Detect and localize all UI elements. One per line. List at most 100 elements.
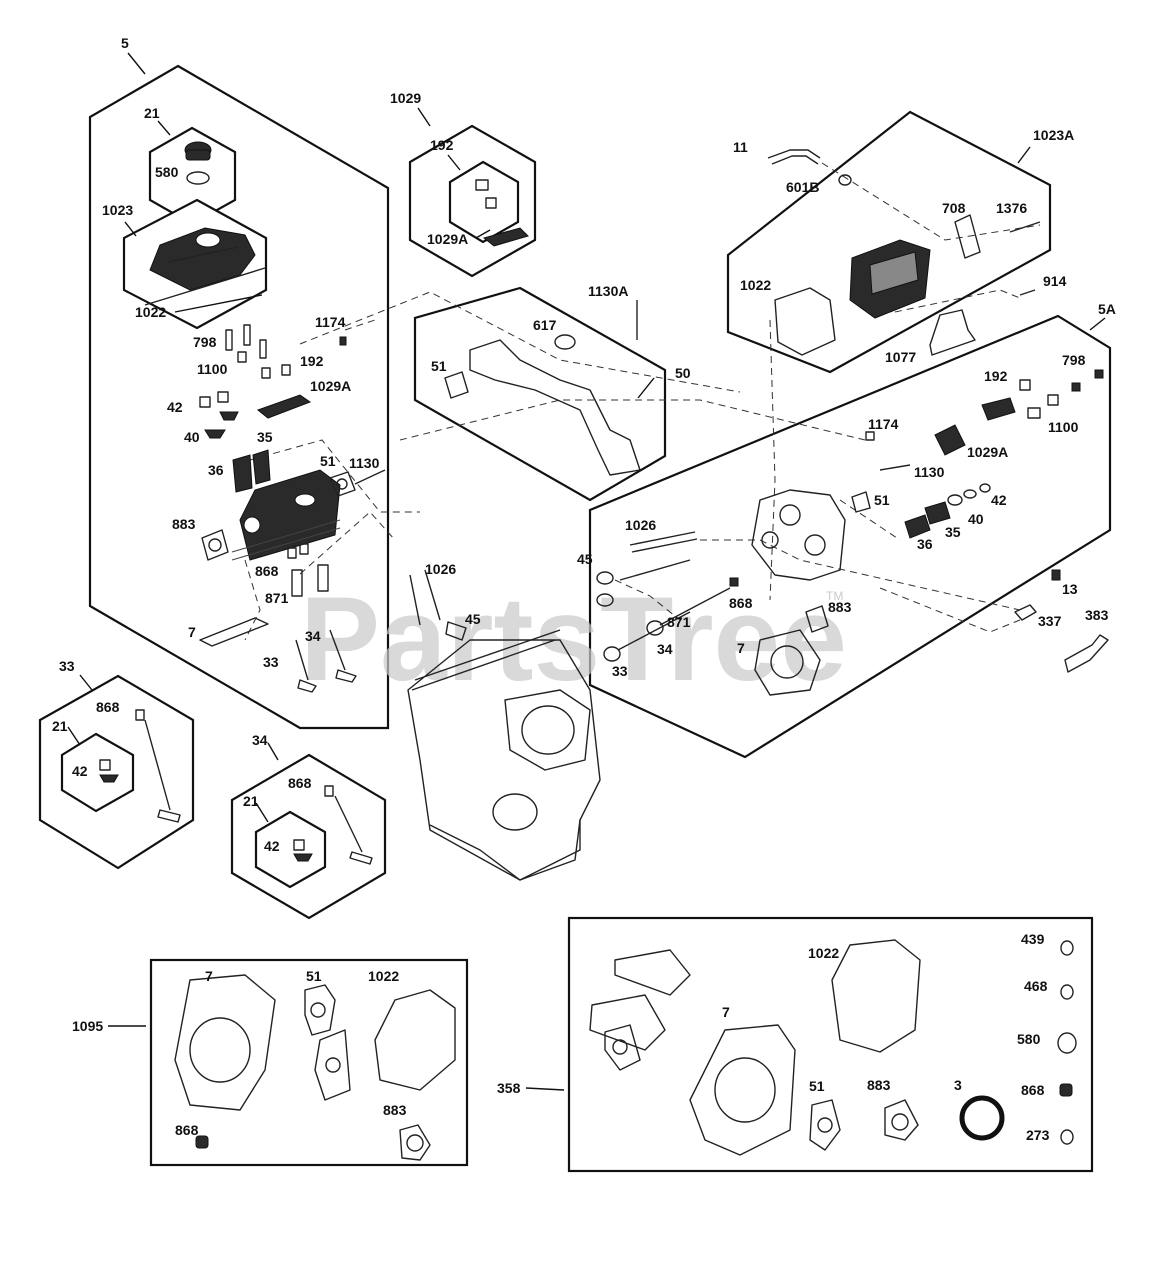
callout-1022-kit1095: 1022 [368, 968, 399, 984]
intake-manifold-frame [413, 286, 667, 502]
callout-192c: 192 [984, 368, 1008, 384]
callout-42b: 42 [991, 492, 1007, 508]
gaskets-5A-part [754, 491, 871, 696]
springs-5A-part [879, 464, 991, 539]
callout-868-kit34: 868 [288, 775, 312, 791]
watermark-text: PartsTree [300, 572, 847, 706]
callout-34-kit: 34 [252, 732, 268, 748]
pushrods-5A-part [596, 531, 698, 607]
callout-1022: 1022 [135, 304, 166, 320]
watermark-tm: TM [826, 589, 843, 603]
callout-1130A: 1130A [588, 283, 628, 299]
callout-468: 468 [1024, 978, 1048, 994]
valve-cover-part [144, 227, 266, 306]
callout-51-kit358: 51 [809, 1078, 825, 1094]
rocker-parts-5A [865, 369, 1104, 456]
callout-1029: 1029 [390, 90, 421, 106]
callout-1077: 1077 [885, 349, 916, 365]
cylinder-head-5A-part [751, 489, 846, 581]
manifold-part [444, 300, 641, 476]
callout-580: 580 [155, 164, 179, 180]
callout-192: 192 [300, 353, 324, 369]
gasket-kit-frame-1095 [149, 958, 469, 1167]
callout-1023: 1023 [102, 202, 133, 218]
rocker-pivot-sub-frame [448, 160, 520, 244]
callout-42: 42 [167, 399, 183, 415]
bracket-1077-part [929, 289, 1036, 356]
callout-601B: 601B [786, 179, 819, 195]
valve-cover-kit-frame-1023A [726, 110, 1052, 374]
callout-1022-kit358: 1022 [808, 945, 839, 961]
valves-33-34-part [295, 629, 357, 693]
valve-cover-gasket-1022-part [774, 287, 836, 356]
callout-1029A: 1029A [310, 378, 351, 394]
valve-kit-34-sub-frame [254, 810, 327, 889]
callout-1174b: 1174 [868, 416, 899, 432]
rocker-studs-part [225, 324, 347, 379]
rocker-arm-part [256, 394, 312, 419]
callout-1022b: 1022 [740, 277, 771, 293]
callout-883-kit358: 883 [867, 1077, 891, 1093]
callout-358: 358 [497, 1080, 521, 1096]
callout-1100: 1100 [197, 361, 228, 377]
callout-883: 883 [172, 516, 196, 532]
callout-868-kit358: 868 [1021, 1082, 1045, 1098]
cylinder-head-kit-frame-5A [588, 314, 1112, 759]
rocker-1029A-part [482, 227, 529, 247]
callout-868-kit1095: 868 [175, 1122, 199, 1138]
engine-block-part [407, 569, 601, 881]
callout-42-kit33: 42 [72, 763, 88, 779]
gasket-kit-358-parts [589, 939, 1077, 1156]
valve-kit-34-parts [293, 785, 373, 865]
callout-33-kit: 33 [59, 658, 75, 674]
callout-1174: 1174 [315, 314, 346, 330]
callout-868b: 868 [729, 595, 753, 611]
oil-fill-cap-part [184, 141, 212, 185]
valve-kit-33-sub-frame [60, 732, 135, 813]
callout-1029A-b: 1029A [427, 231, 468, 247]
callout-1130b: 1130 [914, 464, 945, 480]
callout-868-kit33: 868 [96, 699, 120, 715]
callout-35: 35 [257, 429, 273, 445]
callout-1026b: 1026 [625, 517, 656, 533]
callout-42-kit34: 42 [264, 838, 280, 854]
callout-36: 36 [208, 462, 224, 478]
callout-11: 11 [733, 139, 748, 155]
callout-45b: 45 [577, 551, 593, 567]
callout-798b: 798 [1062, 352, 1086, 368]
spark-plug-parts [1014, 569, 1109, 673]
callout-871b: 871 [667, 614, 691, 630]
valve-springs-part [199, 391, 271, 493]
callout-5: 5 [121, 35, 129, 51]
callout-273: 273 [1026, 1127, 1050, 1143]
callout-33b: 33 [612, 663, 628, 679]
callout-33: 33 [263, 654, 279, 670]
callout-1095: 1095 [72, 1018, 103, 1034]
callout-192b: 192 [430, 137, 454, 153]
callout-7-kit1095: 7 [205, 968, 213, 984]
callout-40b: 40 [968, 511, 984, 527]
callout-21-kit33: 21 [52, 718, 68, 734]
intake-gasket-51-part [329, 469, 386, 497]
valve-kit-33-parts [99, 709, 181, 823]
pivot-192-part [475, 179, 497, 209]
callout-7-kit358: 7 [722, 1004, 730, 1020]
callout-798: 798 [193, 334, 217, 350]
callout-21: 21 [144, 105, 160, 121]
callout-1023A: 1023A [1033, 127, 1074, 143]
callout-580-kit358: 580 [1017, 1031, 1041, 1047]
head-gasket-7-part [199, 617, 269, 647]
callout-51c: 51 [874, 492, 890, 508]
callout-21-kit34: 21 [243, 793, 259, 809]
callout-1026: 1026 [425, 561, 456, 577]
callout-871: 871 [265, 590, 289, 606]
callout-51-kit1095: 51 [306, 968, 322, 984]
callout-1376: 1376 [996, 200, 1027, 216]
valve-cover-1023A-part [849, 214, 1041, 319]
callout-1100b: 1100 [1048, 419, 1079, 435]
assembly-dashed-lines [244, 162, 1041, 641]
callout-439: 439 [1021, 931, 1045, 947]
callout-35b: 35 [945, 524, 961, 540]
